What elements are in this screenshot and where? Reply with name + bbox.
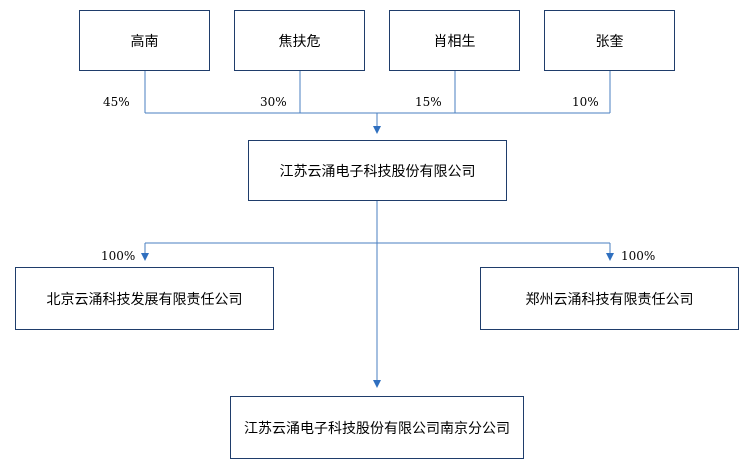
shareholder-percent-2: 30% (260, 95, 287, 109)
shareholder-percent-4: 10% (572, 95, 599, 109)
shareholder-name: 焦扶危 (278, 33, 321, 50)
shareholder-name: 张奎 (595, 33, 624, 50)
subsidiary-percent-1: 100% (101, 249, 136, 263)
shareholder-box-4: 张奎 (544, 10, 675, 71)
shareholder-box-2: 焦扶危 (234, 10, 365, 71)
company-name: 江苏云涌电子科技股份有限公司 (279, 163, 476, 180)
shareholder-percent-1: 45% (103, 95, 130, 109)
subsidiary-box-1: 北京云涌科技发展有限责任公司 (15, 267, 274, 330)
company-box: 江苏云涌电子科技股份有限公司 (248, 140, 507, 201)
subsidiary-name: 北京云涌科技发展有限责任公司 (46, 291, 243, 308)
shareholder-percent-3: 15% (415, 95, 442, 109)
subsidiary-percent-2: 100% (621, 249, 656, 263)
subsidiary-name: 郑州云涌科技有限责任公司 (525, 291, 694, 308)
branch-name: 江苏云涌电子科技股份有限公司南京分公司 (244, 420, 510, 437)
shareholder-box-1: 高南 (79, 10, 210, 71)
branch-box: 江苏云涌电子科技股份有限公司南京分公司 (230, 396, 524, 459)
subsidiary-box-2: 郑州云涌科技有限责任公司 (480, 267, 739, 330)
shareholder-name: 高南 (130, 33, 159, 50)
shareholder-name: 肖相生 (433, 33, 476, 50)
shareholder-box-3: 肖相生 (389, 10, 520, 71)
